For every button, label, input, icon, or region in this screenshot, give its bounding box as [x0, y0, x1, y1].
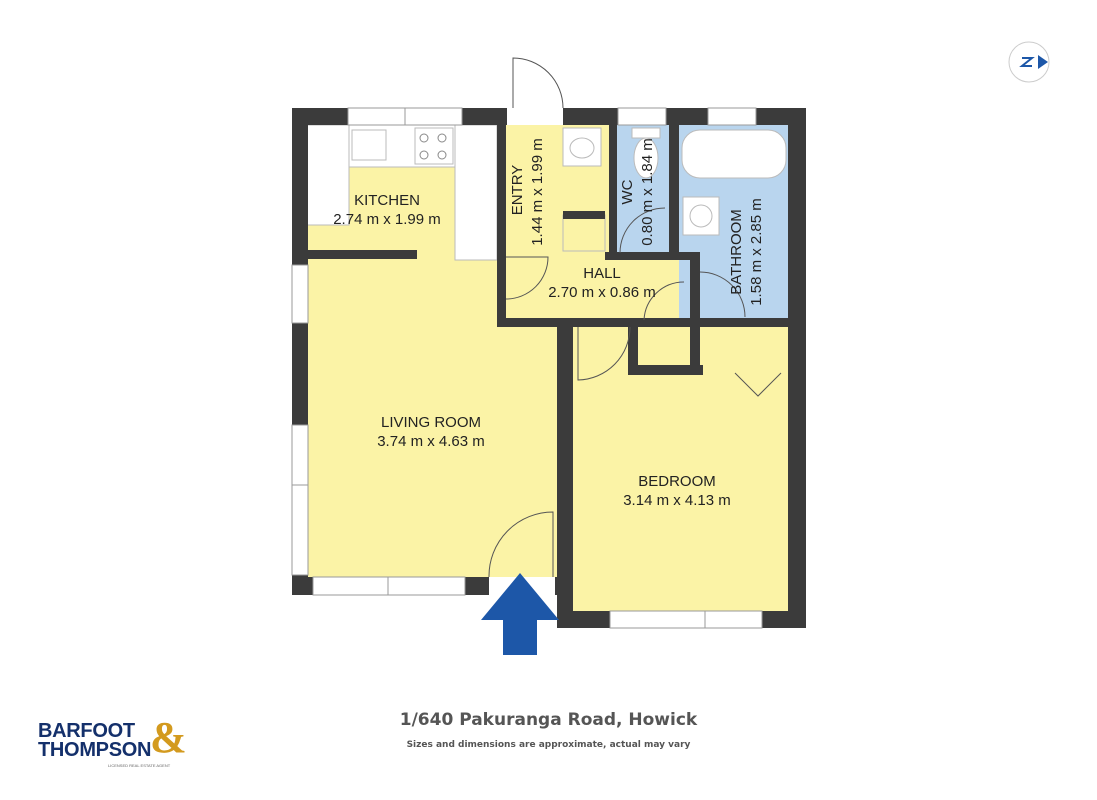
logo-tagline: LICENSED REAL ESTATE AGENT [108, 763, 171, 768]
window [617, 107, 667, 126]
window [312, 576, 466, 596]
burner [437, 150, 447, 160]
hall-name: HALL [583, 265, 621, 282]
window [291, 484, 309, 576]
kitchen-name: KITCHEN [354, 192, 420, 209]
wall-bedroom-left [557, 318, 573, 628]
bathroom-door-swing [699, 271, 746, 318]
entry-door-swing [505, 256, 549, 300]
entry-dims: 1.44 m x 1.99 m [529, 138, 546, 246]
laundry-basin [569, 137, 595, 159]
kitchen-counter-side [306, 124, 350, 226]
cooktop [414, 127, 454, 165]
laundry-tub [562, 127, 602, 167]
wall-top-right [563, 108, 806, 125]
kitchen-counter-right [454, 124, 498, 261]
kitchen-dims: 2.74 m x 1.99 m [333, 211, 441, 228]
window [291, 424, 309, 486]
bedroom-door-swing [577, 326, 631, 381]
wall-hall-top [605, 252, 700, 260]
barfoot-thompson-logo: BARFOOT THOMPSON & LICENSED REAL ESTATE … [38, 716, 198, 772]
entrance-arrow-icon [481, 573, 559, 655]
window [609, 610, 763, 629]
toilet-bowl [633, 137, 659, 179]
logo-line-1: BARFOOT [38, 720, 135, 742]
wall-entry-right [609, 125, 617, 255]
bathroom-fixtures [562, 127, 787, 252]
vanity-basin [689, 204, 713, 228]
bedroom-name: BEDROOM [638, 473, 716, 490]
property-address: 1/640 Pakuranga Road, Howick [399, 710, 698, 730]
cupboard-door-swing [643, 281, 685, 321]
logo-line-2: THOMPSON [38, 739, 152, 761]
living-door-swing [488, 511, 554, 578]
compass-north-icon [1008, 41, 1050, 83]
logo-ampersand: & [150, 713, 187, 762]
living-room-name: LIVING ROOM [381, 414, 481, 431]
disclaimer: Sizes and dimensions are approximate, ac… [406, 740, 691, 750]
front-door-swing [512, 57, 564, 109]
hall-cupboard [562, 214, 606, 252]
burner [419, 133, 429, 143]
burner [419, 150, 429, 160]
hall-floor [505, 257, 690, 319]
bathroom-name: BATHROOM [728, 209, 745, 295]
wall-cupboard [628, 320, 638, 375]
wc-dims: 0.80 m x 1.84 m [639, 138, 656, 246]
wardrobe-floor [700, 327, 788, 367]
cupboard-floor [640, 335, 690, 365]
living-room-dims: 3.74 m x 4.63 m [377, 433, 485, 450]
wall-bathroom-left [690, 252, 700, 322]
burner [437, 133, 447, 143]
bathroom-dims: 1.58 m x 2.85 m [748, 198, 765, 306]
wall-entry-left [497, 125, 506, 327]
windows [291, 107, 763, 629]
wall-right [788, 108, 806, 628]
wall-wc-right [669, 125, 679, 255]
wall-hall-cupboard-top [563, 211, 605, 219]
wall-cupboard-bottom [628, 365, 703, 375]
toilet-cistern [631, 127, 661, 139]
wc-name: WC [619, 179, 636, 204]
room-labels: KITCHEN 2.74 m x 1.99 m LIVING ROOM 3.74… [333, 138, 765, 509]
kitchen-fixtures [306, 124, 498, 261]
wall-wardrobe-left [690, 320, 700, 375]
wardrobe-door [734, 372, 782, 397]
bathtub [681, 129, 787, 179]
window [291, 264, 309, 324]
kitchen-sink [351, 129, 387, 161]
entry-name: ENTRY [509, 165, 526, 216]
front-door-opening [507, 108, 563, 125]
wc-door-swing [619, 207, 666, 254]
wall-hall-bottom [497, 318, 792, 327]
wall-kitchen-living [307, 250, 417, 259]
window [707, 107, 757, 126]
bedroom-dims: 3.14 m x 4.13 m [623, 492, 731, 509]
hall-dims: 2.70 m x 0.86 m [548, 284, 656, 301]
